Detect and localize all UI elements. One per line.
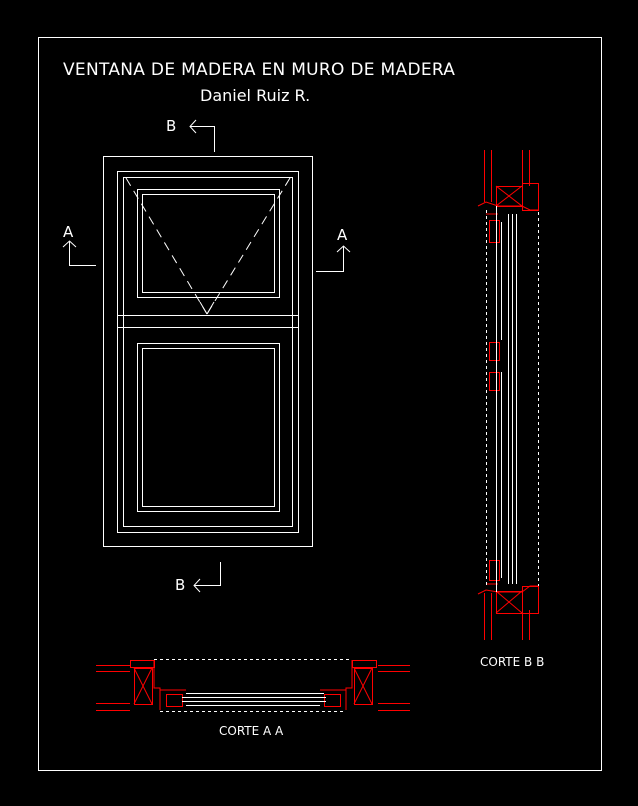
section-marker-b-bottom <box>193 562 221 593</box>
upper-sash <box>137 189 280 298</box>
caption-corte-bb: CORTE B B <box>480 655 544 669</box>
upper-glass <box>142 194 275 293</box>
window-frame <box>117 171 299 533</box>
section-label-a-right: A <box>337 226 348 244</box>
frame-inner-line <box>123 177 293 527</box>
drawing-border <box>38 37 602 771</box>
hinge-tick-left <box>199 301 208 315</box>
opening-indicator <box>125 177 291 315</box>
lower-glass <box>142 348 275 507</box>
section-label-a-left: A <box>63 223 74 241</box>
section-label-b-bottom: B <box>175 576 185 594</box>
front-elevation <box>103 156 313 547</box>
section-aa <box>96 659 410 712</box>
section-marker-b-top <box>189 119 215 152</box>
section-marker-a-right <box>316 245 351 272</box>
section-marker-a-left <box>62 240 96 266</box>
drawing-author: Daniel Ruiz R. <box>200 86 310 105</box>
drawing-title: VENTANA DE MADERA EN MURO DE MADERA <box>63 60 455 80</box>
outer-casing <box>103 156 313 547</box>
section-bb <box>477 150 539 640</box>
section-label-b-top: B <box>166 117 176 135</box>
hinge-tick-right <box>206 301 215 315</box>
caption-corte-aa: CORTE A A <box>219 724 284 738</box>
lower-sash <box>137 343 280 512</box>
